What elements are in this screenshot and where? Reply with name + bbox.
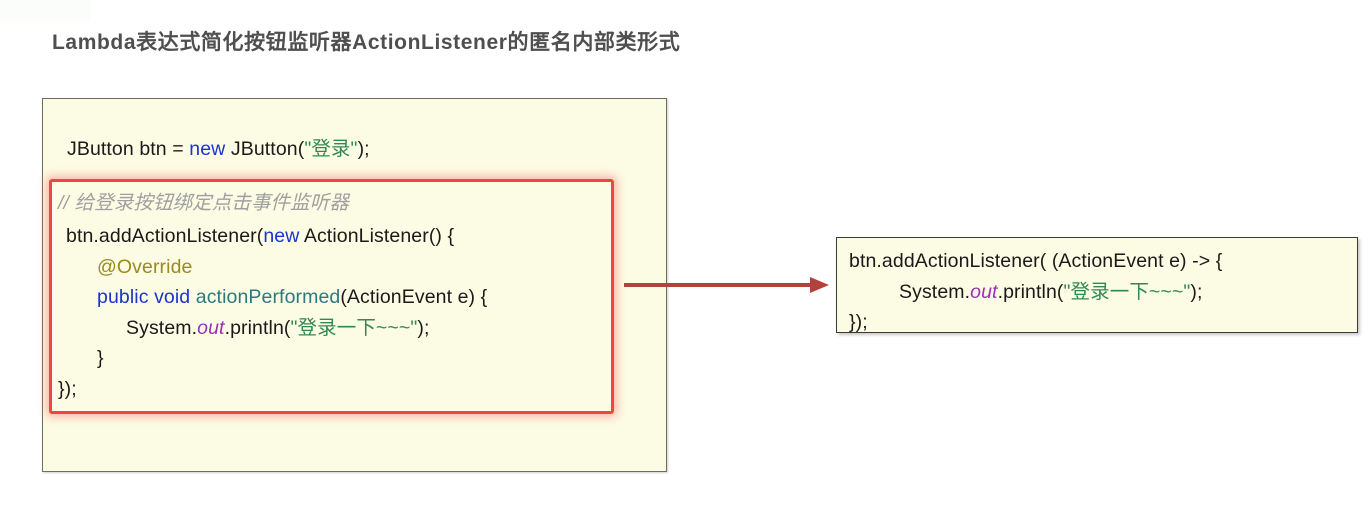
- lambda-code-line-2: System.out.println("登录一下~~~");: [899, 280, 1203, 304]
- code-line-println: System.out.println("登录一下~~~");: [126, 316, 430, 340]
- lambda-println-field-out: out: [970, 281, 998, 303]
- lambda-println-part-2: .println(: [997, 281, 1064, 303]
- decl-part-1: JButton btn =: [67, 138, 190, 160]
- add-listener-part-1: btn.addActionListener(: [66, 225, 264, 247]
- signature-params: (ActionEvent e) {: [340, 286, 488, 308]
- decl-string-literal: "登录": [304, 138, 358, 160]
- transform-arrow: [620, 272, 835, 298]
- page-title: Lambda表达式简化按钮监听器ActionListener的匿名内部类形式: [52, 31, 681, 54]
- code-line-close-inner-brace: }: [97, 347, 104, 369]
- decl-keyword-new: new: [189, 138, 226, 160]
- page-top-tint: [0, 0, 90, 22]
- decl-part-3: );: [357, 138, 370, 160]
- anonymous-class-code-panel: JButton btn = new JButton("登录"); // 给登录按…: [42, 98, 667, 472]
- println-part-2: .println(: [224, 317, 291, 339]
- add-listener-keyword-new: new: [263, 225, 300, 247]
- code-line-comment: // 给登录按钮绑定点击事件监听器: [58, 192, 349, 214]
- lambda-println-part-3: );: [1190, 281, 1203, 303]
- println-part-3: );: [417, 317, 430, 339]
- highlight-box-anonymous-class: // 给登录按钮绑定点击事件监听器 btn.addActionListener(…: [49, 179, 614, 414]
- code-line-method-signature: public void actionPerformed(ActionEvent …: [97, 285, 487, 309]
- signature-keywords: public void: [97, 286, 196, 308]
- lambda-code-line-3: });: [849, 311, 868, 333]
- lambda-code-panel: btn.addActionListener( (ActionEvent e) -…: [836, 237, 1358, 333]
- code-line-add-listener: btn.addActionListener(new ActionListener…: [66, 224, 454, 248]
- lambda-println-string-literal: "登录一下~~~": [1063, 281, 1191, 303]
- decl-part-2: JButton(: [225, 138, 305, 160]
- lambda-code-line-1: btn.addActionListener( (ActionEvent e) -…: [849, 250, 1223, 272]
- code-line-declaration: JButton btn = new JButton("登录");: [67, 137, 370, 161]
- println-string-literal: "登录一下~~~": [290, 317, 418, 339]
- lambda-println-part-1: System.: [899, 281, 971, 303]
- println-field-out: out: [197, 317, 225, 339]
- code-line-close-outer-brace: });: [58, 378, 77, 400]
- println-part-1: System.: [126, 317, 198, 339]
- code-line-annotation-override: @Override: [97, 256, 193, 278]
- add-listener-part-2: ActionListener() {: [299, 225, 455, 247]
- signature-method-name: actionPerformed: [195, 286, 341, 308]
